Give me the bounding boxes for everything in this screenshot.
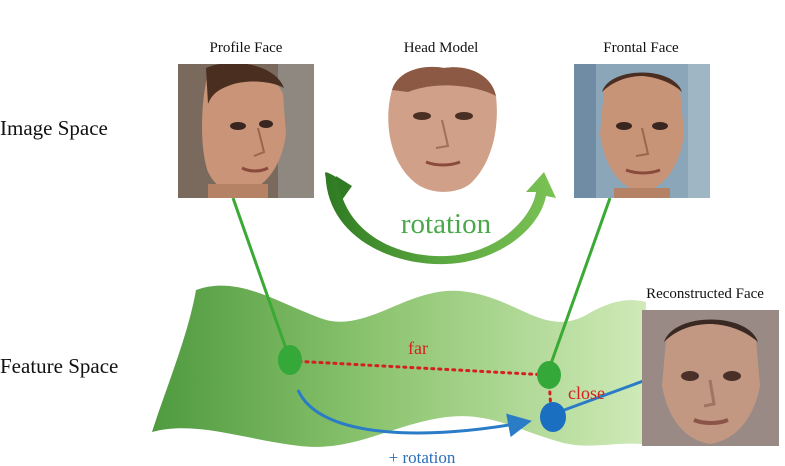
frontal-face-caption: Frontal Face	[603, 40, 679, 56]
reconstructed-feature-node	[540, 402, 566, 432]
frontal-feature-node	[537, 361, 561, 389]
profile-face-caption: Profile Face	[209, 40, 283, 56]
close-label: close	[568, 383, 605, 403]
far-dotted-line	[290, 359, 550, 377]
far-label: far	[408, 338, 428, 358]
plus-rotation-label: + rotation	[389, 448, 456, 466]
reconstructed-link-line	[555, 378, 647, 415]
feature-space-label: Feature Space	[0, 354, 119, 378]
reconstructed-face-image	[642, 310, 779, 446]
head-model-image	[378, 62, 504, 194]
profile-face-image	[178, 64, 314, 198]
rotation-label: rotation	[401, 208, 492, 240]
frontal-projection-line	[546, 197, 612, 373]
rotation-arrow-tail	[336, 176, 352, 200]
image-space-label: Image Space	[0, 116, 108, 140]
profile-projection-line	[231, 197, 292, 361]
profile-feature-node	[278, 345, 302, 375]
plus-rotation-arrow	[296, 389, 532, 438]
head-model-caption: Head Model	[403, 40, 479, 56]
frontal-face-image	[574, 64, 710, 198]
rotation-arrow	[325, 172, 556, 265]
reconstructed-face-caption: Reconstructed Face	[646, 286, 764, 302]
